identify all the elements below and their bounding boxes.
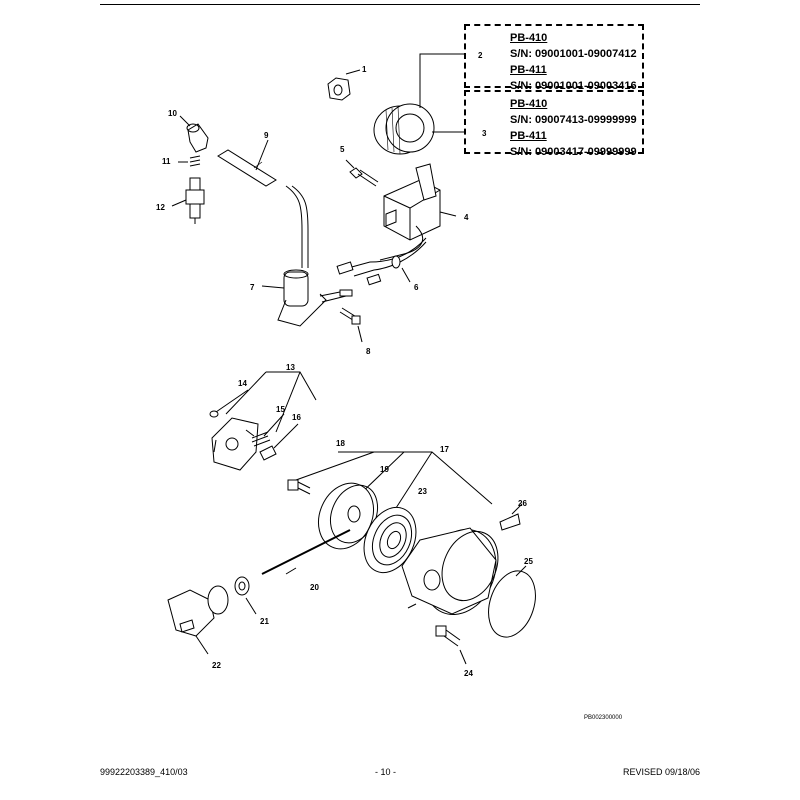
leader-part-12 bbox=[171, 199, 187, 207]
callout-a-serial-2: S/N: 09001001-09003416 bbox=[510, 80, 637, 92]
part-number-25: 25 bbox=[524, 557, 533, 566]
leader-part-8 bbox=[357, 325, 363, 343]
ignition-module-drawing bbox=[379, 163, 441, 261]
callout-b-serial-2: S/N: 09003417-09999999 bbox=[510, 146, 637, 158]
footer-page-number: - 10 - bbox=[375, 767, 397, 777]
part-number-16: 16 bbox=[292, 413, 301, 422]
wire-harness-drawing bbox=[336, 237, 427, 286]
part-17-starter-case-drawing bbox=[401, 527, 499, 616]
part-number-8: 8 bbox=[366, 347, 371, 356]
part-number-23: 23 bbox=[418, 487, 427, 496]
callout-a-serial-1: S/N: 09001001-09007412 bbox=[510, 48, 637, 60]
leader-part-22 bbox=[195, 635, 209, 655]
leader-part-1 bbox=[345, 69, 361, 75]
callout-b-serial-1: S/N: 09007413-09999999 bbox=[510, 114, 637, 126]
leader-part-5 bbox=[345, 159, 355, 169]
callout-a-model-2: PB-411 bbox=[510, 64, 547, 76]
part-12-spark-plug-drawing bbox=[185, 177, 205, 224]
leader-part-9 bbox=[255, 139, 269, 171]
leader-part-7 bbox=[261, 285, 285, 289]
part-number-14: 14 bbox=[238, 379, 247, 388]
callout-b-model-1: PB-410 bbox=[510, 98, 548, 110]
part-number-21: 21 bbox=[260, 617, 269, 626]
part-16-pawl-drawing bbox=[259, 445, 277, 461]
footer-document-number: 99922203389_410/03 bbox=[100, 767, 188, 777]
leader-part-4 bbox=[439, 211, 457, 217]
callout-b-model-2: PB-411 bbox=[510, 130, 547, 142]
leader-part-10 bbox=[179, 115, 191, 127]
part-number-22: 22 bbox=[212, 661, 221, 670]
leader-part-20 bbox=[285, 567, 297, 575]
part-number-11: 11 bbox=[162, 157, 171, 166]
part-number-7: 7 bbox=[250, 283, 255, 292]
leader-part-6 bbox=[401, 267, 411, 283]
part-10-plug-cap-drawing bbox=[186, 123, 209, 153]
part-8-screw-drawing bbox=[339, 307, 361, 325]
part-number-17: 17 bbox=[440, 445, 449, 454]
part-24-screw-drawing bbox=[435, 625, 461, 647]
part-20-rope-drawing bbox=[261, 529, 351, 575]
flywheel-drawing bbox=[373, 103, 435, 155]
part-number-24: 24 bbox=[464, 669, 473, 678]
part-23-recoil-spring-drawing bbox=[363, 506, 417, 574]
part-22-starter-handle-drawing bbox=[167, 585, 229, 637]
drawing-code: PB002300000 bbox=[584, 715, 623, 721]
part-number-5: 5 bbox=[340, 145, 345, 154]
part-number-3: 3 bbox=[482, 129, 487, 138]
part-25-label-disc-drawing bbox=[488, 570, 536, 638]
part-number-12: 12 bbox=[156, 203, 165, 212]
part-number-18: 18 bbox=[336, 439, 345, 448]
part-1-nut-drawing bbox=[327, 77, 351, 101]
part-11-spring-drawing bbox=[189, 155, 201, 167]
leader-part-25 bbox=[515, 565, 527, 577]
part-number-4: 4 bbox=[464, 213, 469, 222]
part-number-15: 15 bbox=[276, 405, 285, 414]
part-number-20: 20 bbox=[310, 583, 319, 592]
ignition-coil-drawing bbox=[277, 269, 353, 327]
serial-callout-b: PB-410 S/N: 09007413-09999999 PB-411 S/N… bbox=[464, 90, 644, 158]
part-15-spring-drawing bbox=[251, 431, 271, 447]
part-14-ratchet-drawing bbox=[211, 417, 259, 471]
leader-part-16 bbox=[273, 423, 299, 449]
part-number-19: 19 bbox=[380, 465, 389, 474]
part-18-bolt-drawing bbox=[287, 479, 311, 495]
serial-callout-a: PB-410 S/N: 09001001-09007412 PB-411 S/N… bbox=[464, 24, 644, 92]
part-number-26: 26 bbox=[518, 499, 527, 508]
top-rule bbox=[100, 4, 700, 5]
footer-revision-date: REVISED 09/18/06 bbox=[622, 767, 700, 777]
leader-part-21 bbox=[245, 597, 257, 615]
part-number-10: 10 bbox=[168, 109, 177, 118]
part-5-screw-drawing bbox=[349, 167, 379, 187]
leader-part-2 bbox=[419, 53, 464, 108]
part-number-1: 1 bbox=[362, 65, 367, 74]
part-number-13: 13 bbox=[286, 363, 295, 372]
leader-part-14 bbox=[215, 389, 249, 413]
leader-part-15 bbox=[263, 413, 285, 437]
part-number-2: 2 bbox=[478, 51, 483, 60]
part-26-decal-drawing bbox=[499, 513, 521, 531]
high-tension-lead bbox=[285, 185, 303, 268]
leader-part-24 bbox=[459, 649, 467, 665]
part-21-grommet-drawing bbox=[234, 576, 250, 596]
part-number-6: 6 bbox=[414, 283, 419, 292]
callout-a-model-1: PB-410 bbox=[510, 32, 548, 44]
part-number-9: 9 bbox=[264, 131, 269, 140]
part-9-sleeve-drawing bbox=[217, 149, 277, 187]
leader-part-26 bbox=[511, 503, 523, 515]
